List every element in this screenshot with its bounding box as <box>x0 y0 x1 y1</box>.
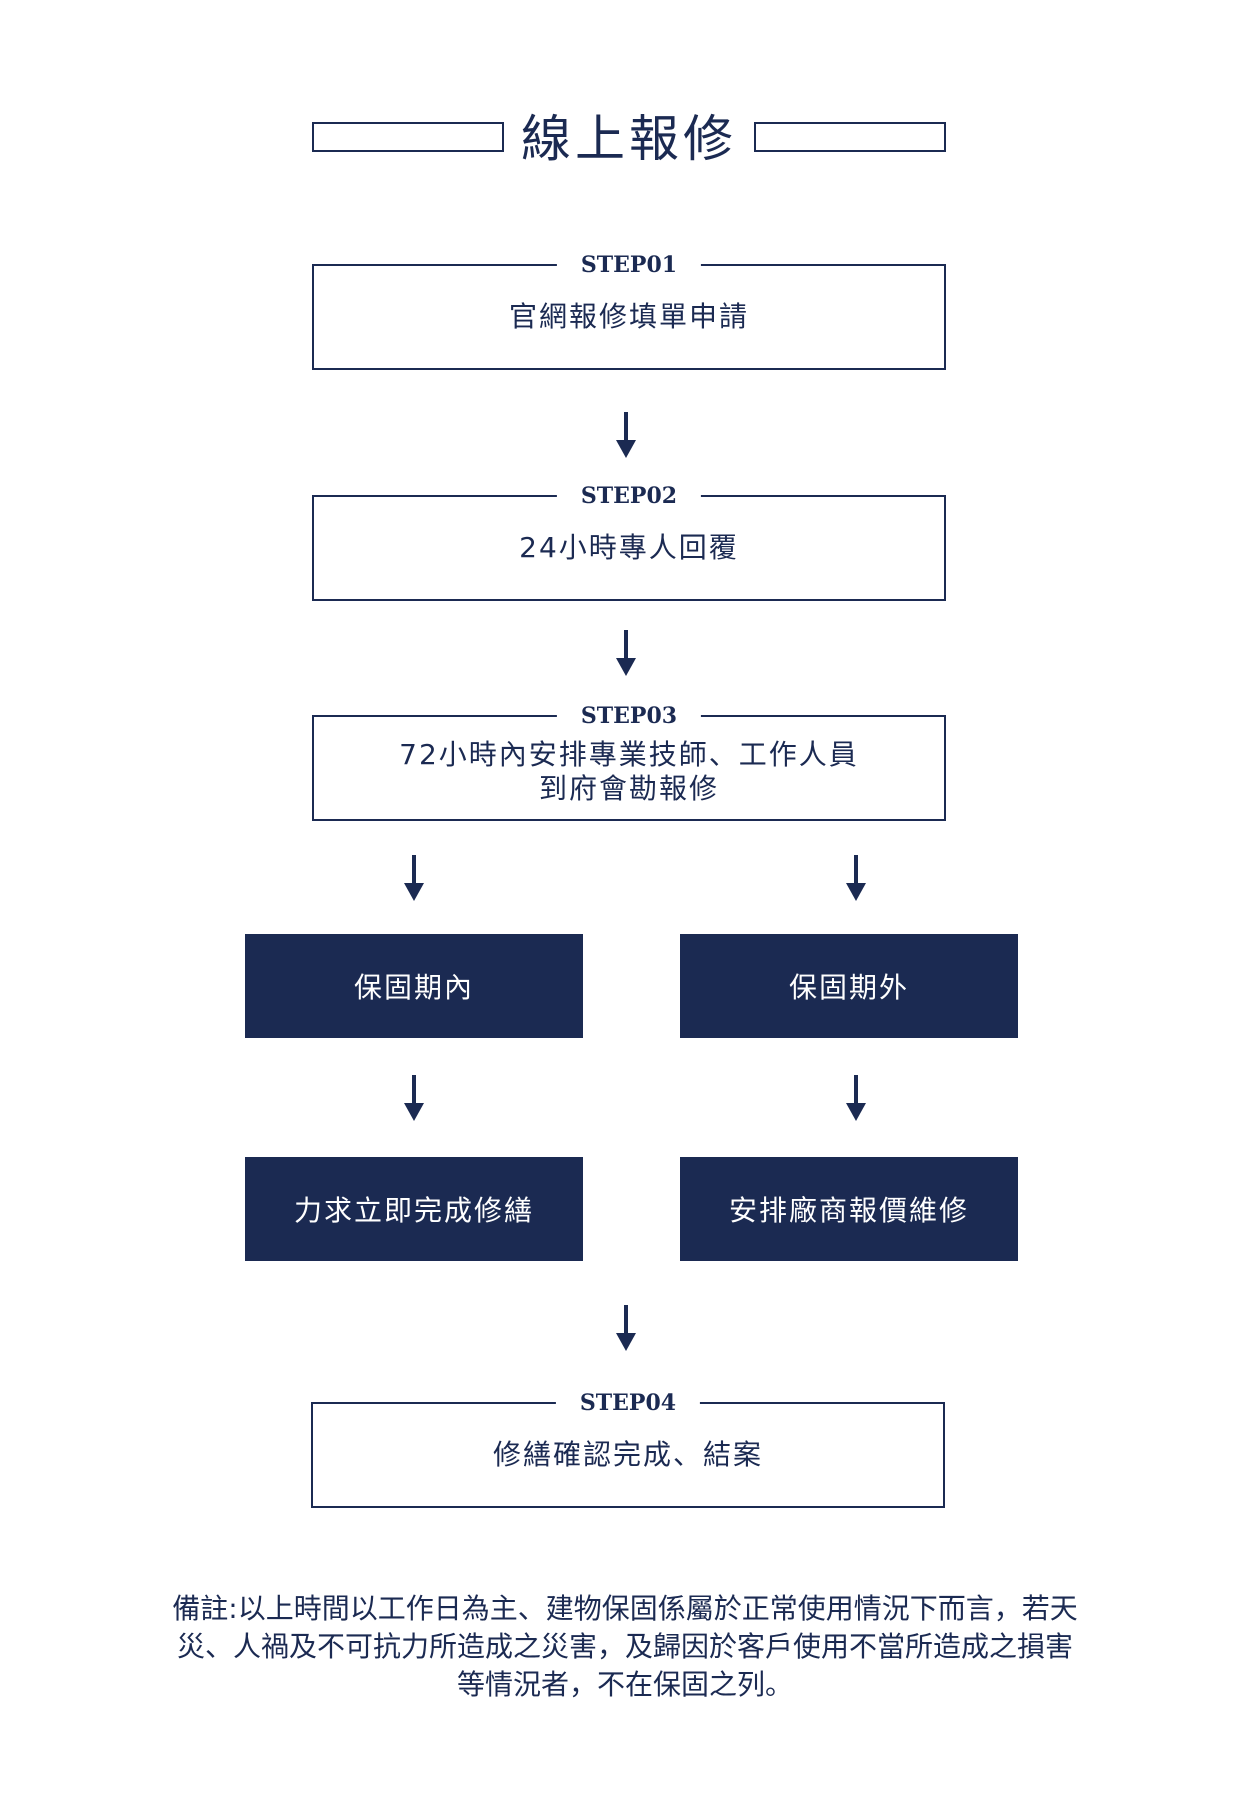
step-01-label: STEP01 <box>556 250 702 280</box>
title-bar-left <box>312 122 504 152</box>
step-02-box: STEP02 24小時專人回覆 <box>312 481 946 601</box>
arrow-down-icon <box>846 855 866 903</box>
step-03-box: STEP03 72小時內安排專業技師、工作人員 到府會勘報修 <box>312 701 946 821</box>
arrow-down-icon <box>616 412 636 460</box>
arrow-down-icon <box>404 855 424 903</box>
page-title: 線上報修 <box>521 110 737 168</box>
footnote-line-3: 等情況者，不在保固之列。 <box>456 1668 793 1701</box>
title-bar-right <box>754 122 946 152</box>
in-warranty-box: 保固期內 <box>245 934 583 1038</box>
title-banner: 線上報修 <box>312 104 946 180</box>
step-01-box: STEP01 官網報修填單申請 <box>312 250 946 370</box>
footnote: 備註:以上時間以工作日為主、建物保固係屬於正常使用情況下而言，若天 災、人禍及不… <box>150 1590 1100 1704</box>
out-warranty-result-box: 安排廠商報價維修 <box>680 1157 1018 1261</box>
step-02-label: STEP02 <box>556 481 702 511</box>
arrow-down-icon <box>404 1075 424 1123</box>
step-02-text: 24小時專人回覆 <box>519 531 739 565</box>
arrow-down-icon <box>616 630 636 678</box>
footnote-line-2: 災、人禍及不可抗力所造成之災害，及歸因於客戶使用不當所造成之損害 <box>176 1630 1073 1663</box>
step-01-text-line: 官網報修填單申請 <box>508 300 749 333</box>
arrow-down-icon <box>846 1075 866 1123</box>
step-04-text-line: 修繕確認完成、結案 <box>492 1438 763 1471</box>
step-04-text: 修繕確認完成、結案 <box>493 1438 763 1472</box>
out-warranty-box: 保固期外 <box>680 934 1018 1038</box>
step-02-text-line: 24小時專人回覆 <box>519 531 739 564</box>
step-03-text: 72小時內安排專業技師、工作人員 到府會勘報修 <box>399 730 859 806</box>
arrow-down-icon <box>616 1305 636 1353</box>
step-04-label: STEP04 <box>555 1388 701 1418</box>
footnote-line-1: 備註:以上時間以工作日為主、建物保固係屬於正常使用情況下而言，若天 <box>172 1592 1078 1625</box>
step-03-label: STEP03 <box>556 701 702 731</box>
in-warranty-result-box: 力求立即完成修繕 <box>245 1157 583 1261</box>
step-03-text-line-1: 72小時內安排專業技師、工作人員 <box>399 738 859 771</box>
step-01-text: 官網報修填單申請 <box>509 300 749 334</box>
step-04-box: STEP04 修繕確認完成、結案 <box>311 1388 945 1508</box>
step-03-text-line-2: 到府會勘報修 <box>538 772 719 805</box>
